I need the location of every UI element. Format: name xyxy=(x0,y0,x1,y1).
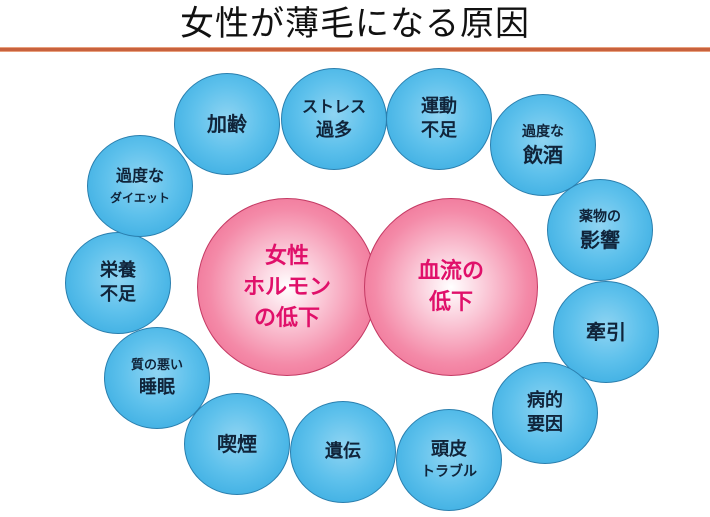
factor-stress: ストレス 過多 xyxy=(281,68,387,170)
factor-exercise: 運動 不足 xyxy=(386,68,492,170)
factor-drinking: 過度な 飲酒 xyxy=(490,94,596,196)
center-circle-hormone: 女性 ホルモン の低下 xyxy=(197,198,377,376)
center-circle-blood-flow: 血流の 低下 xyxy=(364,198,538,376)
factor-nutrition: 栄養 不足 xyxy=(65,232,171,334)
factor-genetics: 遺伝 xyxy=(290,401,396,503)
factor-traction: 牽引 xyxy=(553,281,659,383)
factor-smoking: 喫煙 xyxy=(184,393,290,495)
center-line: 低下 xyxy=(428,290,473,315)
factor-line: 飲酒 xyxy=(523,143,563,167)
factor-line: 頭皮 xyxy=(431,439,467,460)
page-title: 女性が薄毛になる原因 xyxy=(180,4,530,44)
factor-sleep: 質の悪い 睡眠 xyxy=(104,327,210,429)
center-line: 女性 xyxy=(264,243,309,269)
factor-line: 栄養 xyxy=(100,260,136,281)
factor-line: トラブル xyxy=(421,464,477,480)
factor-line: 牽引 xyxy=(586,320,626,344)
factor-diet: 過度な ダイエット xyxy=(87,135,193,237)
factor-medicine: 薬物の 影響 xyxy=(547,179,653,281)
factor-line: 要因 xyxy=(527,414,563,435)
factor-line: ストレス xyxy=(301,97,366,116)
factor-line: ダイエット xyxy=(110,191,170,205)
factor-aging: 加齢 xyxy=(174,73,280,175)
factor-line: 運動 xyxy=(421,96,457,117)
factor-line: 加齢 xyxy=(207,112,247,136)
title-divider xyxy=(0,47,710,52)
factor-line: 喫煙 xyxy=(217,432,257,456)
factor-line: 不足 xyxy=(100,284,136,305)
factor-line: 病的 xyxy=(527,390,563,411)
factor-line: 睡眠 xyxy=(139,377,175,398)
factor-scalp: 頭皮 トラブル xyxy=(396,409,502,511)
factor-line: 不足 xyxy=(421,120,457,141)
factor-line: 過多 xyxy=(316,120,352,141)
factor-line: 過度な xyxy=(522,124,564,140)
factor-line: 遺伝 xyxy=(325,441,361,462)
factor-line: 過度な xyxy=(115,166,164,185)
factor-line: 薬物の xyxy=(579,209,621,225)
factor-disease: 病的 要因 xyxy=(492,362,598,464)
center-line: の低下 xyxy=(253,305,320,331)
factor-line: 影響 xyxy=(580,228,620,252)
factor-line: 質の悪い xyxy=(130,358,183,373)
center-line: 血流の xyxy=(417,259,484,284)
center-line: ホルモン xyxy=(242,274,331,300)
